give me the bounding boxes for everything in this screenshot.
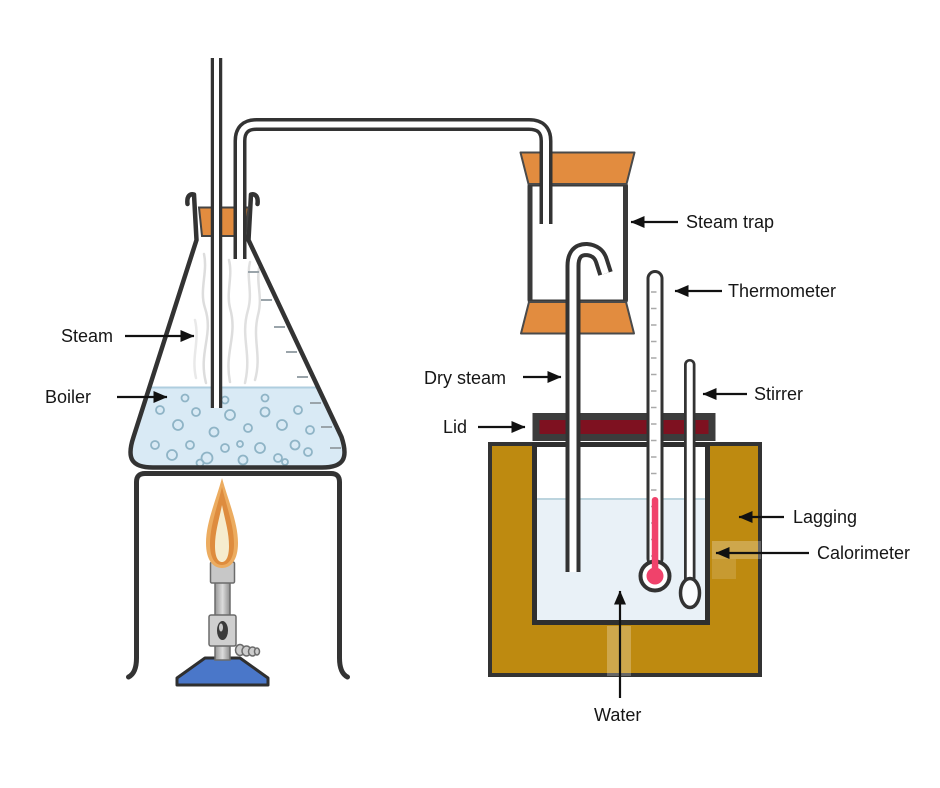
bunsen-burner xyxy=(175,478,270,687)
lagging-highlight-right2 xyxy=(712,559,736,579)
flask-outline xyxy=(128,192,347,470)
boiler-flask xyxy=(128,58,347,470)
steam-trap-label: Steam trap xyxy=(686,212,775,232)
stirrer-loop xyxy=(678,576,702,610)
lagging-highlight-right xyxy=(712,541,761,559)
stand xyxy=(126,471,350,680)
trap-top-stopper xyxy=(519,151,636,185)
steam-label: Steam xyxy=(61,326,114,346)
flame xyxy=(206,478,238,568)
thermometer-column xyxy=(651,497,659,573)
thermometer-label: Thermometer xyxy=(728,281,837,301)
water-label: Water xyxy=(594,705,642,725)
burner-base xyxy=(175,656,270,687)
dry-steam-tube xyxy=(565,242,613,572)
dry-steam-label: Dry steam xyxy=(424,368,507,388)
stirrer xyxy=(678,359,702,610)
boiler-label: Boiler xyxy=(45,387,92,407)
steam-wisps xyxy=(193,252,262,385)
delivery-tube xyxy=(233,118,553,259)
lagging-label: Lagging xyxy=(793,507,858,527)
calorimeter-assembly xyxy=(488,413,762,677)
calorimeter-label: Calorimeter xyxy=(817,543,911,563)
annotation-arrows xyxy=(117,216,809,698)
air-hole xyxy=(217,621,228,640)
thermometer-stem xyxy=(649,273,661,565)
bubbles xyxy=(150,393,315,468)
stirrer-rod xyxy=(686,361,693,585)
thermometer xyxy=(638,270,672,593)
air-hole-highlight xyxy=(219,623,223,632)
gas-inlet xyxy=(234,643,261,657)
stirrer-label: Stirrer xyxy=(754,384,803,404)
thermometer-bulb-mercury xyxy=(646,567,664,585)
lid-label: Lid xyxy=(443,417,468,437)
flask-graduations xyxy=(248,271,341,449)
